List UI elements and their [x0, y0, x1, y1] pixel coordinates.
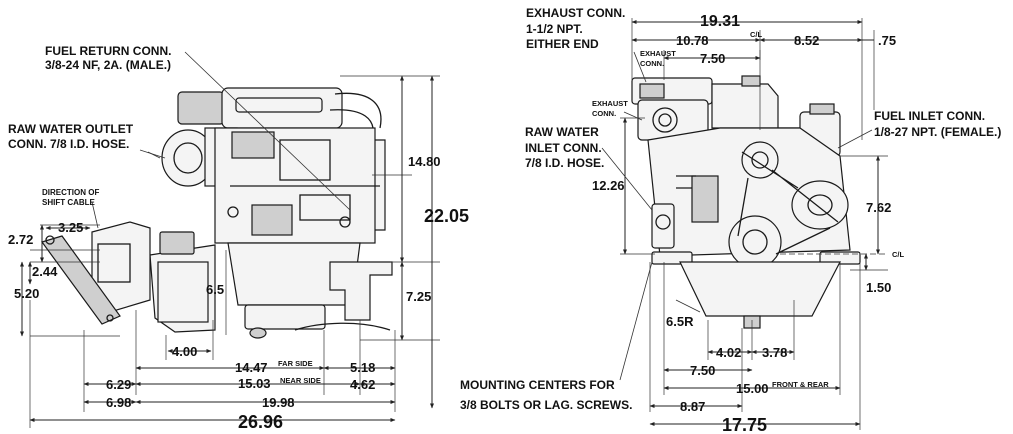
dim-8-52: 8.52 — [794, 33, 819, 48]
dim-26-96: 26.96 — [238, 412, 283, 432]
dim-22-05: 22.05 — [424, 206, 469, 226]
dim-15-03: 15.03 — [238, 376, 271, 391]
raw-water-inlet-note-3: 7/8 I.D. HOSE. — [525, 156, 604, 170]
dim-4-62: 4.62 — [350, 377, 375, 392]
exhaust-conn-note-3: EITHER END — [526, 37, 599, 51]
left-dimension-lines — [20, 51, 440, 428]
shift-cable-note-2: SHIFT CABLE — [42, 198, 96, 207]
mounting-centers-note-1: MOUNTING CENTERS FOR — [460, 378, 615, 392]
raw-water-inlet-note-1: RAW WATER — [525, 125, 599, 139]
dim-14-47: 14.47 — [235, 360, 268, 375]
dim-17-75: 17.75 — [722, 415, 767, 434]
dim-7-50-top: 7.50 — [700, 51, 725, 66]
dim-3-78: 3.78 — [762, 345, 787, 360]
exhaust-conn-note-2: 1-1/2 NPT. — [526, 22, 583, 36]
dim-1-50: 1.50 — [866, 280, 891, 295]
cl-top-label: C/L — [750, 30, 763, 39]
fuel-return-note-1: FUEL RETURN CONN. — [45, 44, 171, 58]
raw-water-outlet-note-1: RAW WATER OUTLET — [8, 122, 134, 136]
dim-5-18: 5.18 — [350, 360, 375, 375]
exhaust-conn-small-a1: EXHAUST — [640, 49, 676, 58]
right-engine-front-view — [631, 75, 861, 329]
fuel-inlet-note-1: FUEL INLET CONN. — [874, 109, 985, 123]
right-dimension-lines — [601, 18, 888, 430]
dim-3-25: 3.25 — [58, 220, 83, 235]
dim-0-75: .75 — [878, 33, 896, 48]
dim-6-5: 6.5 — [206, 282, 224, 297]
dim-12-26: 12.26 — [592, 178, 625, 193]
far-side-label: FAR SIDE — [278, 359, 313, 368]
exhaust-conn-small-a2: CONN. — [640, 59, 664, 68]
dim-15-00: 15.00 — [736, 381, 769, 396]
dim-4-00: 4.00 — [172, 344, 197, 359]
cl-right-label: C/L — [892, 250, 905, 259]
dim-2-72: 2.72 — [8, 232, 33, 247]
dim-6-98: 6.98 — [106, 395, 131, 410]
shift-cable-note-1: DIRECTION OF — [42, 188, 99, 197]
exhaust-conn-small-b1: EXHAUST — [592, 99, 628, 108]
left-labels: FUEL RETURN CONN. 3/8-24 NF, 2A. (MALE.)… — [8, 44, 469, 432]
raw-water-outlet-note-2: CONN. 7/8 I.D. HOSE. — [8, 137, 129, 151]
exhaust-conn-small-b2: CONN. — [592, 109, 616, 118]
dim-2-44: 2.44 — [32, 264, 58, 279]
dim-8-87: 8.87 — [680, 399, 705, 414]
dim-14-80: 14.80 — [408, 154, 441, 169]
near-side-label: NEAR SIDE — [280, 376, 321, 385]
dim-7-25: 7.25 — [406, 289, 431, 304]
dim-6-5r: 6.5R — [666, 314, 694, 329]
dim-7-62: 7.62 — [866, 200, 891, 215]
dim-7-50-bottom: 7.50 — [690, 363, 715, 378]
fuel-return-note-2: 3/8-24 NF, 2A. (MALE.) — [45, 58, 171, 72]
dim-6-29: 6.29 — [106, 377, 131, 392]
mounting-centers-note-2: 3/8 BOLTS OR LAG. SCREWS. — [460, 398, 632, 412]
front-rear-label: FRONT & REAR — [772, 380, 829, 389]
dim-4-02: 4.02 — [716, 345, 741, 360]
exhaust-conn-note-1: EXHAUST CONN. — [526, 6, 625, 20]
right-labels: EXHAUST CONN. 1-1/2 NPT. EITHER END EXHA… — [460, 6, 1001, 434]
dim-19-98: 19.98 — [262, 395, 295, 410]
dim-5-20: 5.20 — [14, 286, 39, 301]
left-engine-side-view — [41, 87, 393, 339]
dim-10-78: 10.78 — [676, 33, 709, 48]
dim-19-31: 19.31 — [700, 13, 740, 30]
raw-water-inlet-note-2: INLET CONN. — [525, 141, 602, 155]
fuel-inlet-note-2: 1/8-27 NPT. (FEMALE.) — [874, 125, 1001, 139]
